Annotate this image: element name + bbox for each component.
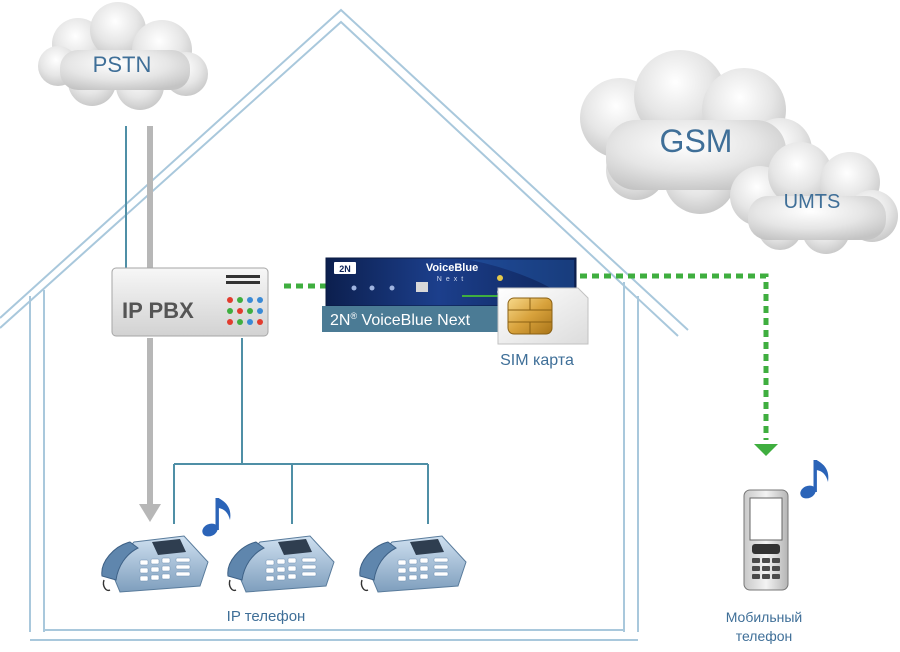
- gsm-label: GSM: [660, 123, 733, 159]
- ip-phone-3: [359, 535, 467, 593]
- ip-phone-2: [227, 535, 335, 593]
- ip-phone-1: [101, 535, 209, 593]
- mobile-label-line2: телефон: [736, 628, 793, 644]
- gsm-link: [580, 273, 778, 456]
- gateway-caption: 2N® VoiceBlue Next: [330, 311, 471, 329]
- music-note-icon: [200, 498, 231, 539]
- gsm-cloud: GSM: [580, 50, 812, 214]
- umts-label: UMTS: [784, 191, 841, 213]
- pbx-status-leds: [227, 297, 263, 325]
- pstn-label: PSTN: [93, 52, 152, 77]
- gateway-caption-bar: [322, 306, 498, 332]
- sim-label: SIM карта: [500, 352, 574, 369]
- house-outline: [0, 8, 689, 641]
- sim-card: SIM карта: [497, 287, 589, 369]
- ip-phone-label: IP телефон: [227, 608, 306, 625]
- music-note-icon-mobile: [798, 460, 829, 501]
- umts-cloud: UMTS: [730, 142, 898, 254]
- gateway-front-title: VoiceBlue: [426, 262, 478, 274]
- pstn-cloud: PSTN: [38, 2, 208, 110]
- ip-pbx-label: IP PBX: [122, 298, 194, 323]
- pbx-to-phone-arrow: [139, 338, 161, 522]
- mobile-keypad: [752, 558, 780, 579]
- mobile-label-line1: Мобильный: [726, 609, 803, 625]
- mobile-screen: [749, 497, 783, 541]
- phone-distribution-lines: [173, 338, 429, 524]
- gateway-brand-logo: 2N: [339, 264, 351, 274]
- ip-pbx-device: IP PBX: [111, 267, 269, 337]
- gateway-front-subtitle: Next: [437, 276, 467, 283]
- mobile-phone: [743, 489, 789, 591]
